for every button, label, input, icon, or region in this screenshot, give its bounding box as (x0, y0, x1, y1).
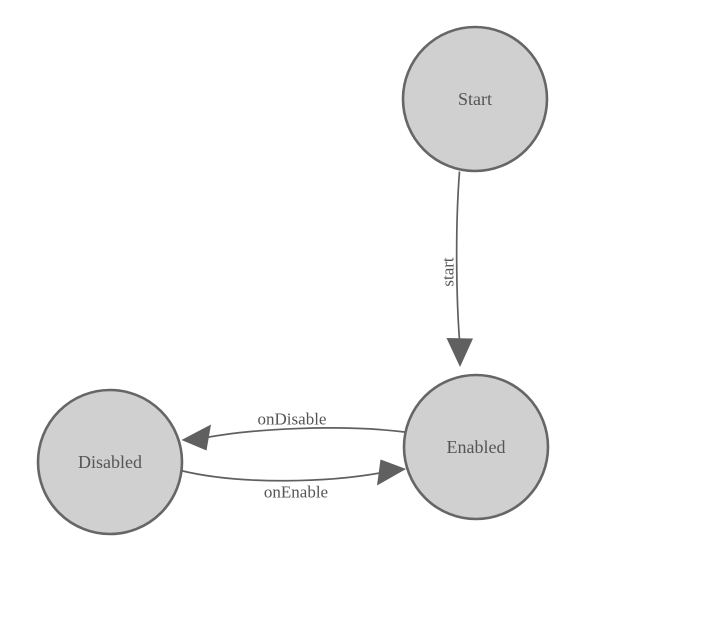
node-enabled-circle (402, 373, 550, 521)
edge-start-to-enabled-arrowhead (446, 338, 473, 367)
edge-disabled-to-enabled-path (180, 469, 389, 482)
node-disabled-circle (36, 388, 184, 536)
edge-disabled-to-enabled-arrowhead (377, 459, 406, 486)
node-disabled[interactable]: Disabled (36, 388, 184, 536)
edge-disabled-to-enabled[interactable]: onEnable (180, 459, 407, 502)
edge-enabled-to-disabled-path (198, 427, 405, 440)
node-start-label: Start (458, 89, 492, 109)
node-start[interactable]: Start (401, 25, 549, 173)
edge-label-ondisable: onDisable (258, 410, 327, 429)
node-start-circle (401, 25, 549, 173)
node-enabled-label: Enabled (447, 437, 506, 457)
edge-enabled-to-disabled[interactable]: onDisable (181, 410, 405, 451)
edge-label-start: start (439, 257, 458, 287)
node-disabled-label: Disabled (78, 452, 142, 472)
edge-label-onenable: onEnable (264, 483, 328, 502)
edge-enabled-to-disabled-arrowhead (181, 424, 211, 451)
node-enabled[interactable]: Enabled (402, 373, 550, 521)
edge-start-to-enabled[interactable]: start (439, 171, 474, 368)
edge-start-to-enabled-path (455, 171, 461, 341)
